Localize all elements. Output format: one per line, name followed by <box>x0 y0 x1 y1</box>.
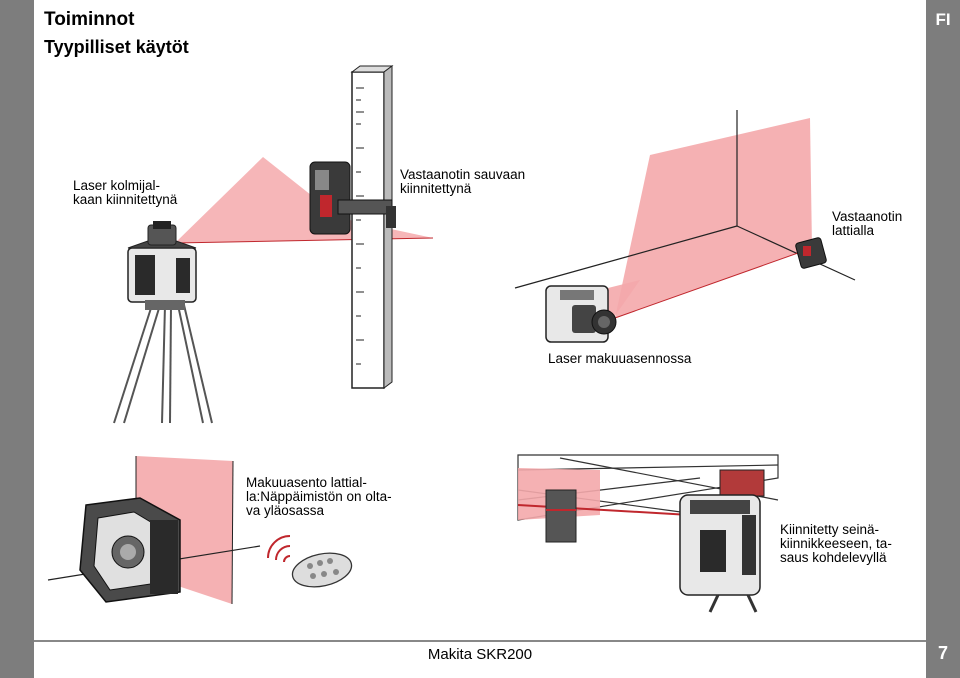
caption-line: lattialla <box>832 223 875 238</box>
tripod-laser-illustration <box>113 157 434 424</box>
caption-line: Vastaanotin sauvaan <box>400 167 526 182</box>
footer-product-name: Makita SKR200 <box>427 646 533 663</box>
caption-line: Vastaanotin <box>832 209 903 224</box>
right-margin-bar <box>926 0 960 678</box>
caption-tripod-laser: Laser kolmijal- kaan kiinnitettynä <box>73 179 177 207</box>
caption-line: saus kohdelevyllä <box>780 550 887 565</box>
caption-line: kiinnikkeeseen, ta- <box>780 536 892 551</box>
caption-laser-horizontal: Laser makuuasennossa <box>548 352 691 366</box>
language-badge: FI <box>935 10 951 29</box>
left-margin-bar <box>0 0 34 678</box>
page-subtitle: Tyypilliset käytöt <box>44 37 189 57</box>
page-number: 7 <box>937 643 948 663</box>
caption-wall-mount: Kiinnitetty seinä- kiinnikkeeseen, ta- s… <box>780 523 892 565</box>
laser-lying-floor-illustration <box>47 456 261 605</box>
caption-line: kiinnitettynä <box>400 181 472 196</box>
caption-line: kaan kiinnitettynä <box>73 192 178 207</box>
caption-line: Makuuasento lattial- <box>246 475 367 490</box>
footer-divider <box>34 640 926 642</box>
remote-control-icon <box>267 535 353 588</box>
caption-line: Laser kolmijal- <box>73 178 161 193</box>
caption-line: Laser makuuasennossa <box>548 351 692 366</box>
rod-receiver-illustration <box>309 65 396 389</box>
page-title: Toiminnot <box>44 9 135 30</box>
wall-mount-illustration <box>517 454 779 613</box>
caption-line: Kiinnitetty seinä- <box>780 522 880 537</box>
caption-line: va yläosassa <box>246 503 325 518</box>
caption-line: la:Näppäimistön on olta- <box>246 489 392 504</box>
caption-receiver-on-rod: Vastaanotin sauvaan kiinnitettynä <box>400 168 525 196</box>
caption-receiver-on-floor: Vastaanotin lattialla <box>832 210 902 238</box>
laser-horizontal-illustration <box>514 110 856 343</box>
caption-laser-lying-floor: Makuuasento lattial- la:Näppäimistön on … <box>246 476 392 518</box>
